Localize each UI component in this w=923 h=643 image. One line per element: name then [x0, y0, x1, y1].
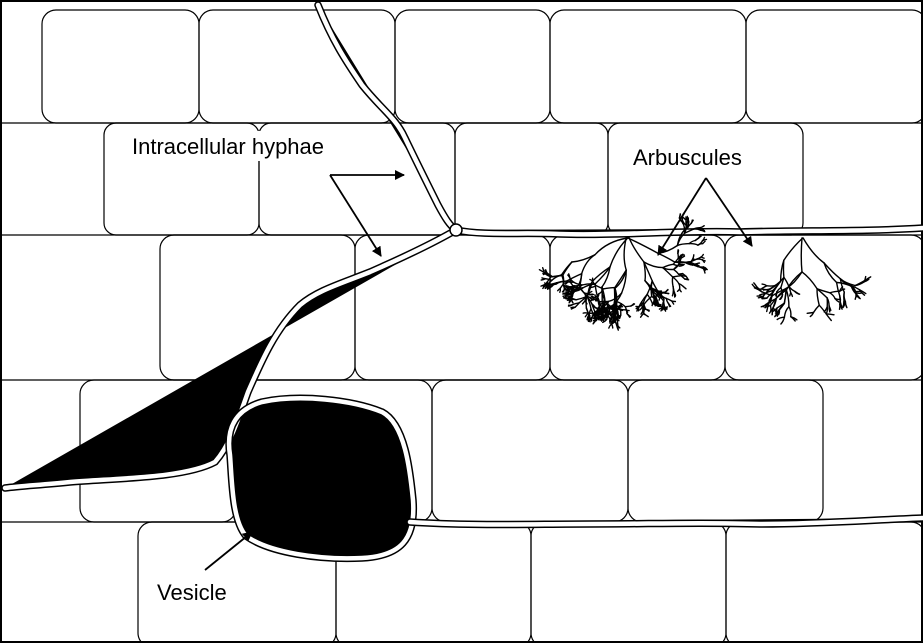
arbuscule-branch — [605, 313, 606, 316]
arbuscule-branch — [688, 222, 689, 228]
arbuscule-branch — [693, 255, 694, 258]
arbuscule-branch — [672, 277, 673, 287]
arbuscule-branch — [697, 259, 703, 260]
arbuscule-branch — [563, 293, 567, 294]
arbuscule-branch — [625, 306, 631, 307]
hyphal-junction — [450, 224, 462, 236]
label-arbuscules: Arbuscules — [633, 145, 742, 170]
arbuscule-branch — [560, 288, 561, 292]
arbuscule-branch — [679, 284, 680, 289]
arbuscule-branch — [618, 323, 619, 329]
arbuscule-branch — [801, 238, 802, 272]
label-intracellular-hyphae: Intracellular hyphae — [132, 134, 324, 159]
arbuscule-branch — [588, 313, 596, 314]
arbuscule-branch — [666, 293, 669, 294]
arbuscule-branch — [660, 292, 665, 293]
arbuscule-branch — [807, 313, 813, 314]
arbuscule-branch — [681, 276, 686, 277]
label-vesicle: Vesicle — [157, 580, 227, 605]
arbuscule-branch — [685, 262, 692, 263]
arbuscule-branch — [855, 293, 861, 294]
arbuscule-branch — [827, 307, 828, 313]
arbuscule-branch — [768, 301, 769, 307]
